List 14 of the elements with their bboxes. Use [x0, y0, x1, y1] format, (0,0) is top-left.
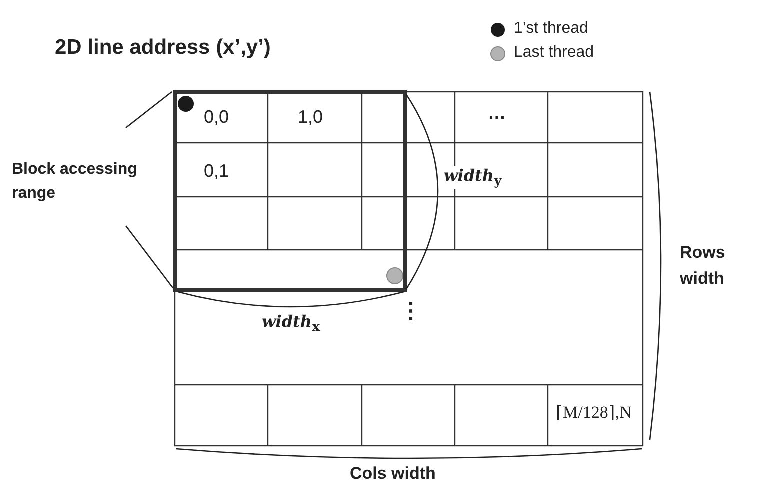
side-label: Cols width — [350, 464, 436, 484]
cell-label: … — [488, 103, 506, 124]
dimension-label: width$_{x}$ — [262, 312, 320, 336]
legend-label: Last thread — [514, 44, 594, 62]
cell-label: 1,0 — [298, 107, 324, 128]
title: 2D line address (x’,y’) — [55, 36, 271, 60]
cell-label: 0,1 — [204, 161, 230, 182]
dimension-label: width$_{y}$ — [442, 166, 504, 190]
cell-label: ⌈M/128⌉,N — [556, 402, 632, 423]
side-label: Block accessing range — [12, 160, 138, 204]
side-label: Rows width — [680, 242, 726, 290]
legend-label: 1’st thread — [514, 20, 588, 38]
ellipsis-label: ⋮ — [400, 298, 422, 324]
cell-label: 0,0 — [204, 107, 230, 128]
